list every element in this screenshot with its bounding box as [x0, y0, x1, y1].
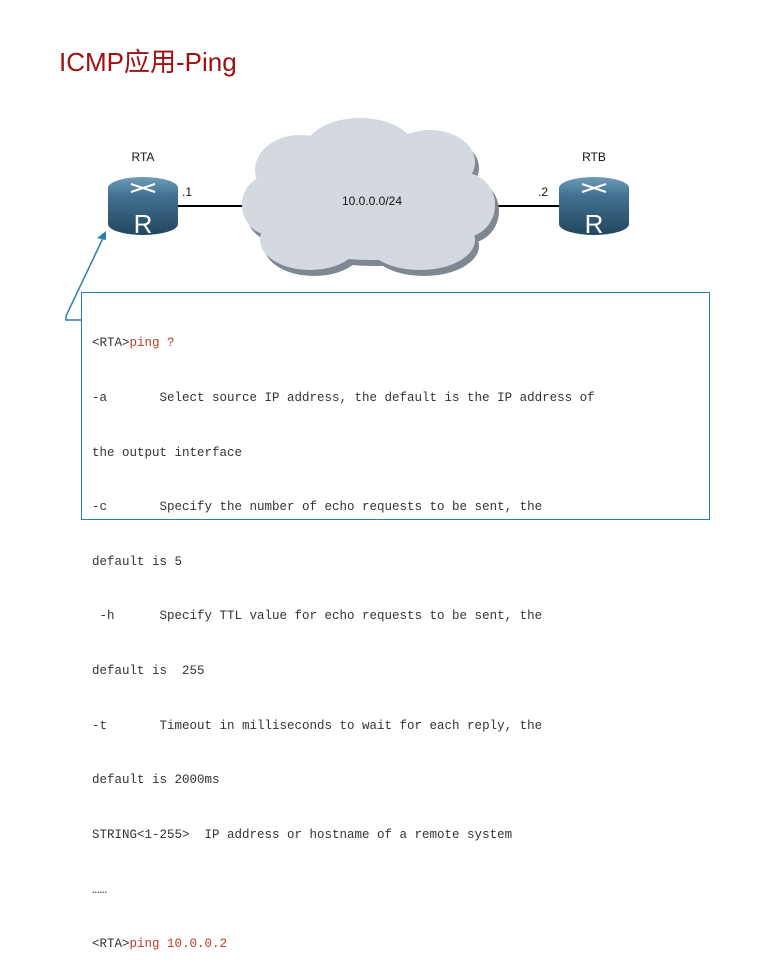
cli-line-10: STRING<1-255> IP address or hostname of …	[92, 827, 513, 842]
cli-line-4: -c Specify the number of echo requests t…	[92, 500, 543, 515]
router-rta-icon: R	[108, 177, 178, 239]
router-rta-name: RTA	[132, 150, 155, 164]
router-rtb-icon: R	[559, 177, 629, 239]
cli-prompt: <RTA>	[92, 336, 130, 351]
cli-line-11: ……	[92, 882, 108, 897]
network-label: 10.0.0.0/24	[342, 194, 402, 208]
router-rtb-letter: R	[585, 209, 604, 239]
cli-line-8: -t Timeout in milliseconds to wait for e…	[92, 718, 543, 733]
cli-command: ping ?	[129, 336, 175, 351]
callout-connector	[65, 235, 105, 321]
cli-prompt: <RTA>	[92, 937, 130, 952]
router-rta-letter: R	[134, 209, 153, 239]
network-diagram: 10.0.0.0/24 R RTA .1 R RTB .2	[65, 118, 629, 321]
cli-output-box	[81, 292, 710, 520]
callout-arrowhead	[97, 231, 106, 240]
cli-line-7: default is 255	[92, 664, 205, 679]
router-rta-interface: .1	[182, 185, 192, 199]
router-rtb-name: RTB	[582, 150, 606, 164]
cli-output: <RTA>ping ? -a Select source IP address,…	[92, 298, 708, 972]
cli-line-6: -h Specify TTL value for echo requests t…	[92, 609, 543, 624]
network-cloud	[242, 118, 499, 276]
router-rtb-interface: .2	[538, 185, 548, 199]
cli-line-1: <RTA>ping ?	[92, 334, 708, 352]
page-title: ICMP应用-Ping	[59, 47, 237, 77]
cli-line-12: <RTA>ping 10.0.0.2	[92, 935, 708, 953]
cli-command: ping 10.0.0.2	[129, 937, 228, 952]
cli-line-5: default is 5	[92, 554, 183, 569]
cli-line-3: the output interface	[92, 445, 243, 460]
cli-line-2: -a Select source IP address, the default…	[92, 391, 595, 406]
cli-line-9: default is 2000ms	[92, 773, 220, 788]
